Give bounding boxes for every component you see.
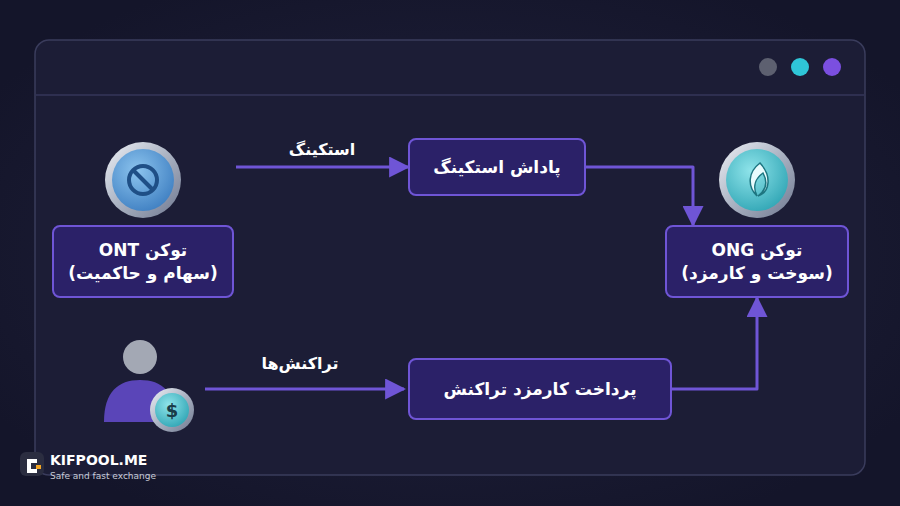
flow-arrow — [236, 166, 408, 169]
process-box: پرداخت کارمزد تراکنش — [408, 358, 672, 420]
flow-arrow — [672, 298, 757, 389]
node-subtitle: (سوخت و کارمزد) — [681, 262, 832, 285]
node-subtitle: (سهام و حاکمیت) — [68, 262, 218, 285]
flow-arrow — [586, 167, 693, 225]
token-box: توکن ONT(سهام و حاکمیت) — [52, 140, 234, 298]
logo-icon — [20, 452, 44, 476]
node-title: پرداخت کارمزد تراکنش — [443, 378, 636, 401]
arrow-label: استکینگ — [285, 140, 360, 159]
title-bar-line — [36, 94, 864, 96]
user-icon — [104, 340, 194, 432]
node-title: توکن ONG — [712, 239, 803, 262]
box-face: توکن ONT(سهام و حاکمیت) — [52, 225, 234, 298]
node-title: پاداش استکینگ — [433, 156, 560, 179]
box-face: پرداخت کارمزد تراکنش — [408, 358, 672, 420]
window-dot — [791, 58, 809, 76]
node-title: توکن ONT — [99, 239, 187, 262]
window-panel — [35, 40, 865, 475]
token-box: توکن ONG(سوخت و کارمزد) — [665, 225, 849, 298]
box-face: پاداش استکینگ — [408, 138, 586, 196]
window-dot — [759, 58, 777, 76]
currency-symbol: $ — [166, 400, 179, 421]
logo-text: KIFPOOL.ME — [50, 452, 147, 468]
logo-tagline: Safe and fast exchange — [50, 471, 156, 481]
transaction-arrow — [205, 388, 404, 391]
arrow-label: تراکنش‌ها — [262, 354, 339, 373]
ong-coin — [719, 142, 795, 218]
box-face: توکن ONG(سوخت و کارمزد) — [665, 225, 849, 298]
process-box: پاداش استکینگ — [408, 138, 586, 196]
ont-coin — [105, 142, 181, 218]
window-dot — [823, 58, 841, 76]
